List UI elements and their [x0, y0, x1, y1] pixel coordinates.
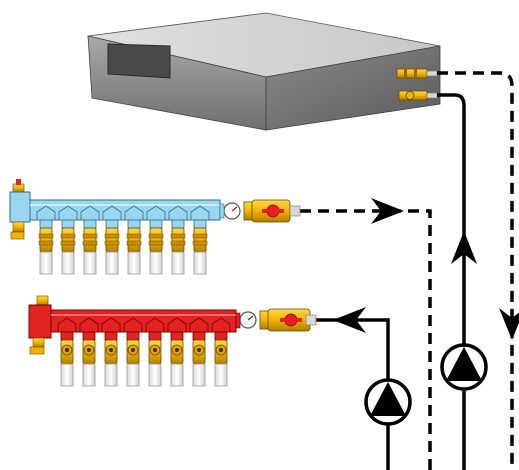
- flow-arrow-left-icon: [333, 307, 366, 333]
- flow-arrow-up-icon: [451, 231, 477, 264]
- outlet-valve: [146, 205, 166, 275]
- outlet-valve: [123, 317, 143, 387]
- pump-icon: [440, 343, 488, 391]
- supply-line-boiler-drop: [437, 93, 466, 470]
- boiler-return-fitting: [396, 67, 438, 80]
- outlet-valve: [124, 205, 144, 275]
- outlet-valve: [57, 317, 77, 387]
- flow-arrow-right-icon: [371, 198, 404, 224]
- outlet-valve: [145, 317, 165, 387]
- pump-icon: [364, 378, 412, 426]
- boiler-right-face: [265, 45, 441, 131]
- outlet-valve: [36, 205, 56, 275]
- outlet-valve: [58, 205, 78, 275]
- outlet-valve: [168, 205, 188, 275]
- boiler-unit: [87, 12, 441, 131]
- outlet-valve: [102, 205, 122, 275]
- flow-arrow-down-icon: [499, 308, 519, 340]
- hot-manifold-outlets: [57, 317, 231, 387]
- outlet-valve: [101, 317, 121, 387]
- boiler-display-panel: [107, 43, 171, 79]
- outlet-valve: [189, 317, 209, 387]
- cold-manifold-outlets: [36, 205, 210, 275]
- return-line: [300, 71, 514, 470]
- outlet-valve: [211, 317, 231, 387]
- outlet-valve: [167, 317, 187, 387]
- outlet-valve: [190, 205, 210, 275]
- return-line-boiler-to-right-drop: [437, 71, 514, 470]
- return-line-cold-manifold-to-down: [300, 209, 432, 470]
- outlet-valve: [79, 317, 99, 387]
- boiler-supply-fitting: [398, 90, 438, 101]
- outlet-valve: [80, 205, 100, 275]
